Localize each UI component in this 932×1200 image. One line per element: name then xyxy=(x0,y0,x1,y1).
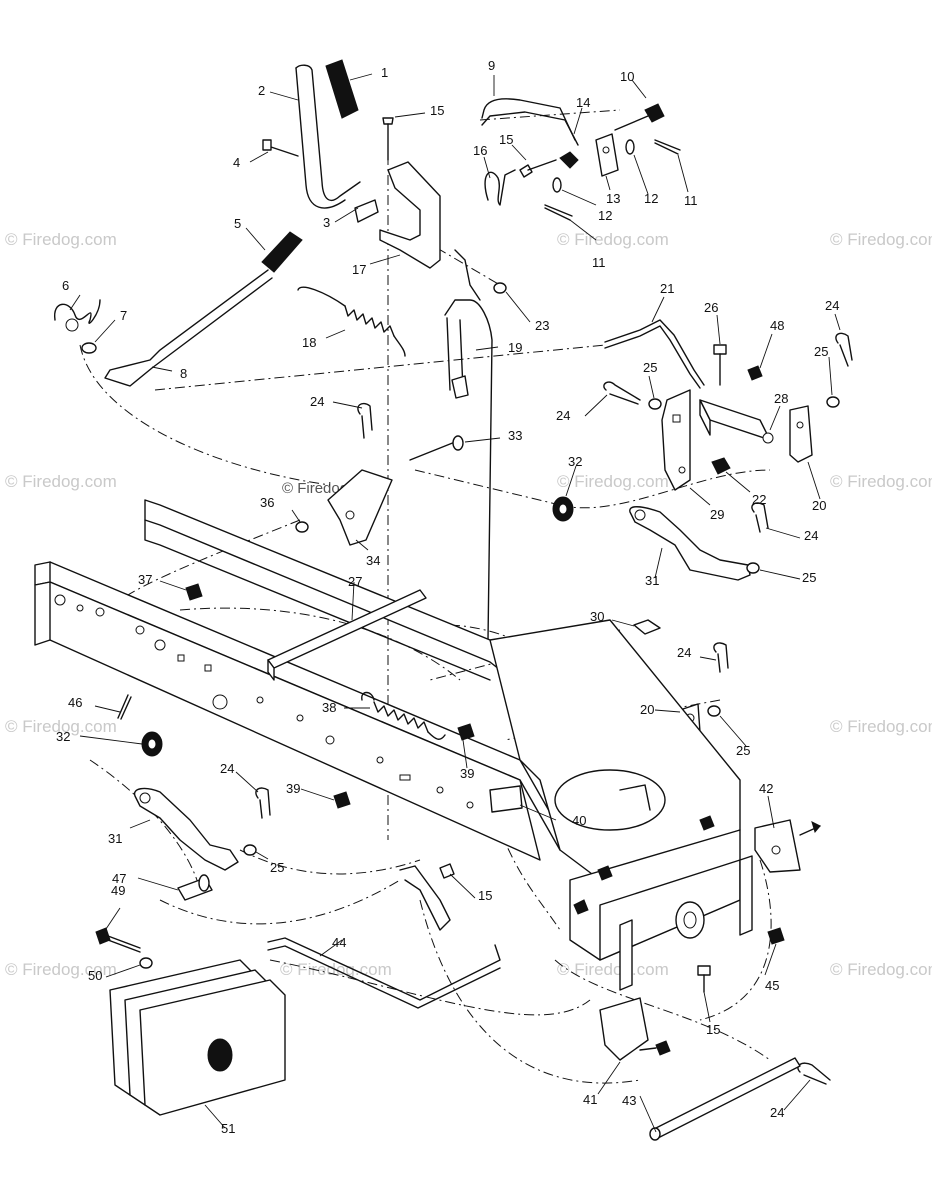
callout-label: 43 xyxy=(622,1093,636,1108)
callout-label: 22 xyxy=(752,492,766,507)
callout-label: 39 xyxy=(286,781,300,796)
callout-label: 32 xyxy=(568,454,582,469)
callout-label: 25 xyxy=(802,570,816,585)
callout-label: 14 xyxy=(576,95,590,110)
callout-label: 16 xyxy=(473,143,487,158)
callout-label: 25 xyxy=(643,360,657,375)
callout-label: 11 xyxy=(592,255,606,270)
callout-label: 17 xyxy=(352,262,366,277)
watermark: © Firedog.com xyxy=(830,230,932,249)
callout-label: 12 xyxy=(644,191,658,206)
callout-label: 24 xyxy=(310,394,324,409)
callout-label: 34 xyxy=(366,553,380,568)
lift-lever-assembly xyxy=(262,59,681,269)
leader-lines xyxy=(69,73,841,1133)
callout-label: 3 xyxy=(323,215,330,230)
callout-label: 1 xyxy=(381,65,388,80)
callout-label: 19 xyxy=(508,340,522,355)
callout-label: 48 xyxy=(770,318,784,333)
callout-label: 7 xyxy=(120,308,127,323)
callout-label: 33 xyxy=(508,428,522,443)
callout-label: 27 xyxy=(348,574,362,589)
callout-label: 36 xyxy=(260,495,274,510)
callout-label: 39 xyxy=(460,766,474,781)
lower-left-parts xyxy=(95,787,286,1116)
callout-label: 41 xyxy=(583,1092,597,1107)
callout-label: 11 xyxy=(684,193,698,208)
callout-label: 5 xyxy=(234,216,241,231)
callout-label: 32 xyxy=(56,729,70,744)
callout-label: 21 xyxy=(660,281,674,296)
callout-label: 13 xyxy=(606,191,620,206)
watermark: © Firedog.com xyxy=(5,472,117,491)
callout-label: 25 xyxy=(270,860,284,875)
callout-label: 24 xyxy=(804,528,818,543)
callout-label: 12 xyxy=(598,208,612,223)
watermark: © Firedog.com xyxy=(5,717,117,736)
watermark: © Firedog.com xyxy=(830,472,932,491)
callout-label: 51 xyxy=(221,1121,235,1136)
callout-label: 49 xyxy=(111,883,125,898)
callout-label: 50 xyxy=(88,968,102,983)
callout-label: 2 xyxy=(258,83,265,98)
watermark: © Firedog.com xyxy=(557,472,669,491)
callout-label: 37 xyxy=(138,572,152,587)
watermark: © Firedog.com xyxy=(830,960,932,979)
watermark: © Firedog.com xyxy=(830,717,932,736)
callout-label: 44 xyxy=(332,935,346,950)
clutch-lever-assembly xyxy=(54,231,727,641)
callout-label: 26 xyxy=(704,300,718,315)
callout-label: 18 xyxy=(302,335,316,350)
watermark: © Firedog.com xyxy=(557,960,669,979)
callout-label: 10 xyxy=(620,69,634,84)
callout-label: 29 xyxy=(710,507,724,522)
watermark: © Firedog.com xyxy=(5,230,117,249)
hairpins-washers xyxy=(243,332,853,1085)
callout-label: 6 xyxy=(62,278,69,293)
callout-label: 38 xyxy=(322,700,336,715)
callout-label: 24 xyxy=(825,298,839,313)
callout-label: 9 xyxy=(488,58,495,73)
callout-label: 15 xyxy=(706,1022,720,1037)
callout-label: 42 xyxy=(759,781,773,796)
watermark: © Firedog.com xyxy=(557,230,669,249)
callout-label: 20 xyxy=(640,702,654,717)
callout-label: 25 xyxy=(736,743,750,758)
callout-label: 47 xyxy=(112,871,126,886)
callout-label: 23 xyxy=(535,318,549,333)
callout-label: 15 xyxy=(499,132,513,147)
callout-labels: 1 2 3 4 5 6 7 8 9 10 11 11 12 12 13 14 1… xyxy=(56,58,839,1136)
callout-label: 24 xyxy=(770,1105,784,1120)
callout-label: 8 xyxy=(180,366,187,381)
lower-right-parts xyxy=(267,819,821,1141)
callout-label: 31 xyxy=(108,831,122,846)
callout-label: 20 xyxy=(812,498,826,513)
callout-label: 4 xyxy=(233,155,240,170)
callout-label: 28 xyxy=(774,391,788,406)
callout-label: 15 xyxy=(430,103,444,118)
callout-label: 24 xyxy=(556,408,570,423)
callout-label: 15 xyxy=(478,888,492,903)
callout-label: 24 xyxy=(220,761,234,776)
callout-label: 40 xyxy=(572,813,586,828)
main-frame xyxy=(34,499,753,991)
callout-label: 31 xyxy=(645,573,659,588)
watermark: © Firedog.com xyxy=(5,960,117,979)
callout-label: 46 xyxy=(68,695,82,710)
callout-label: 45 xyxy=(765,978,779,993)
callout-label: 25 xyxy=(814,344,828,359)
callout-label: 30 xyxy=(590,609,604,624)
callout-label: 24 xyxy=(677,645,691,660)
